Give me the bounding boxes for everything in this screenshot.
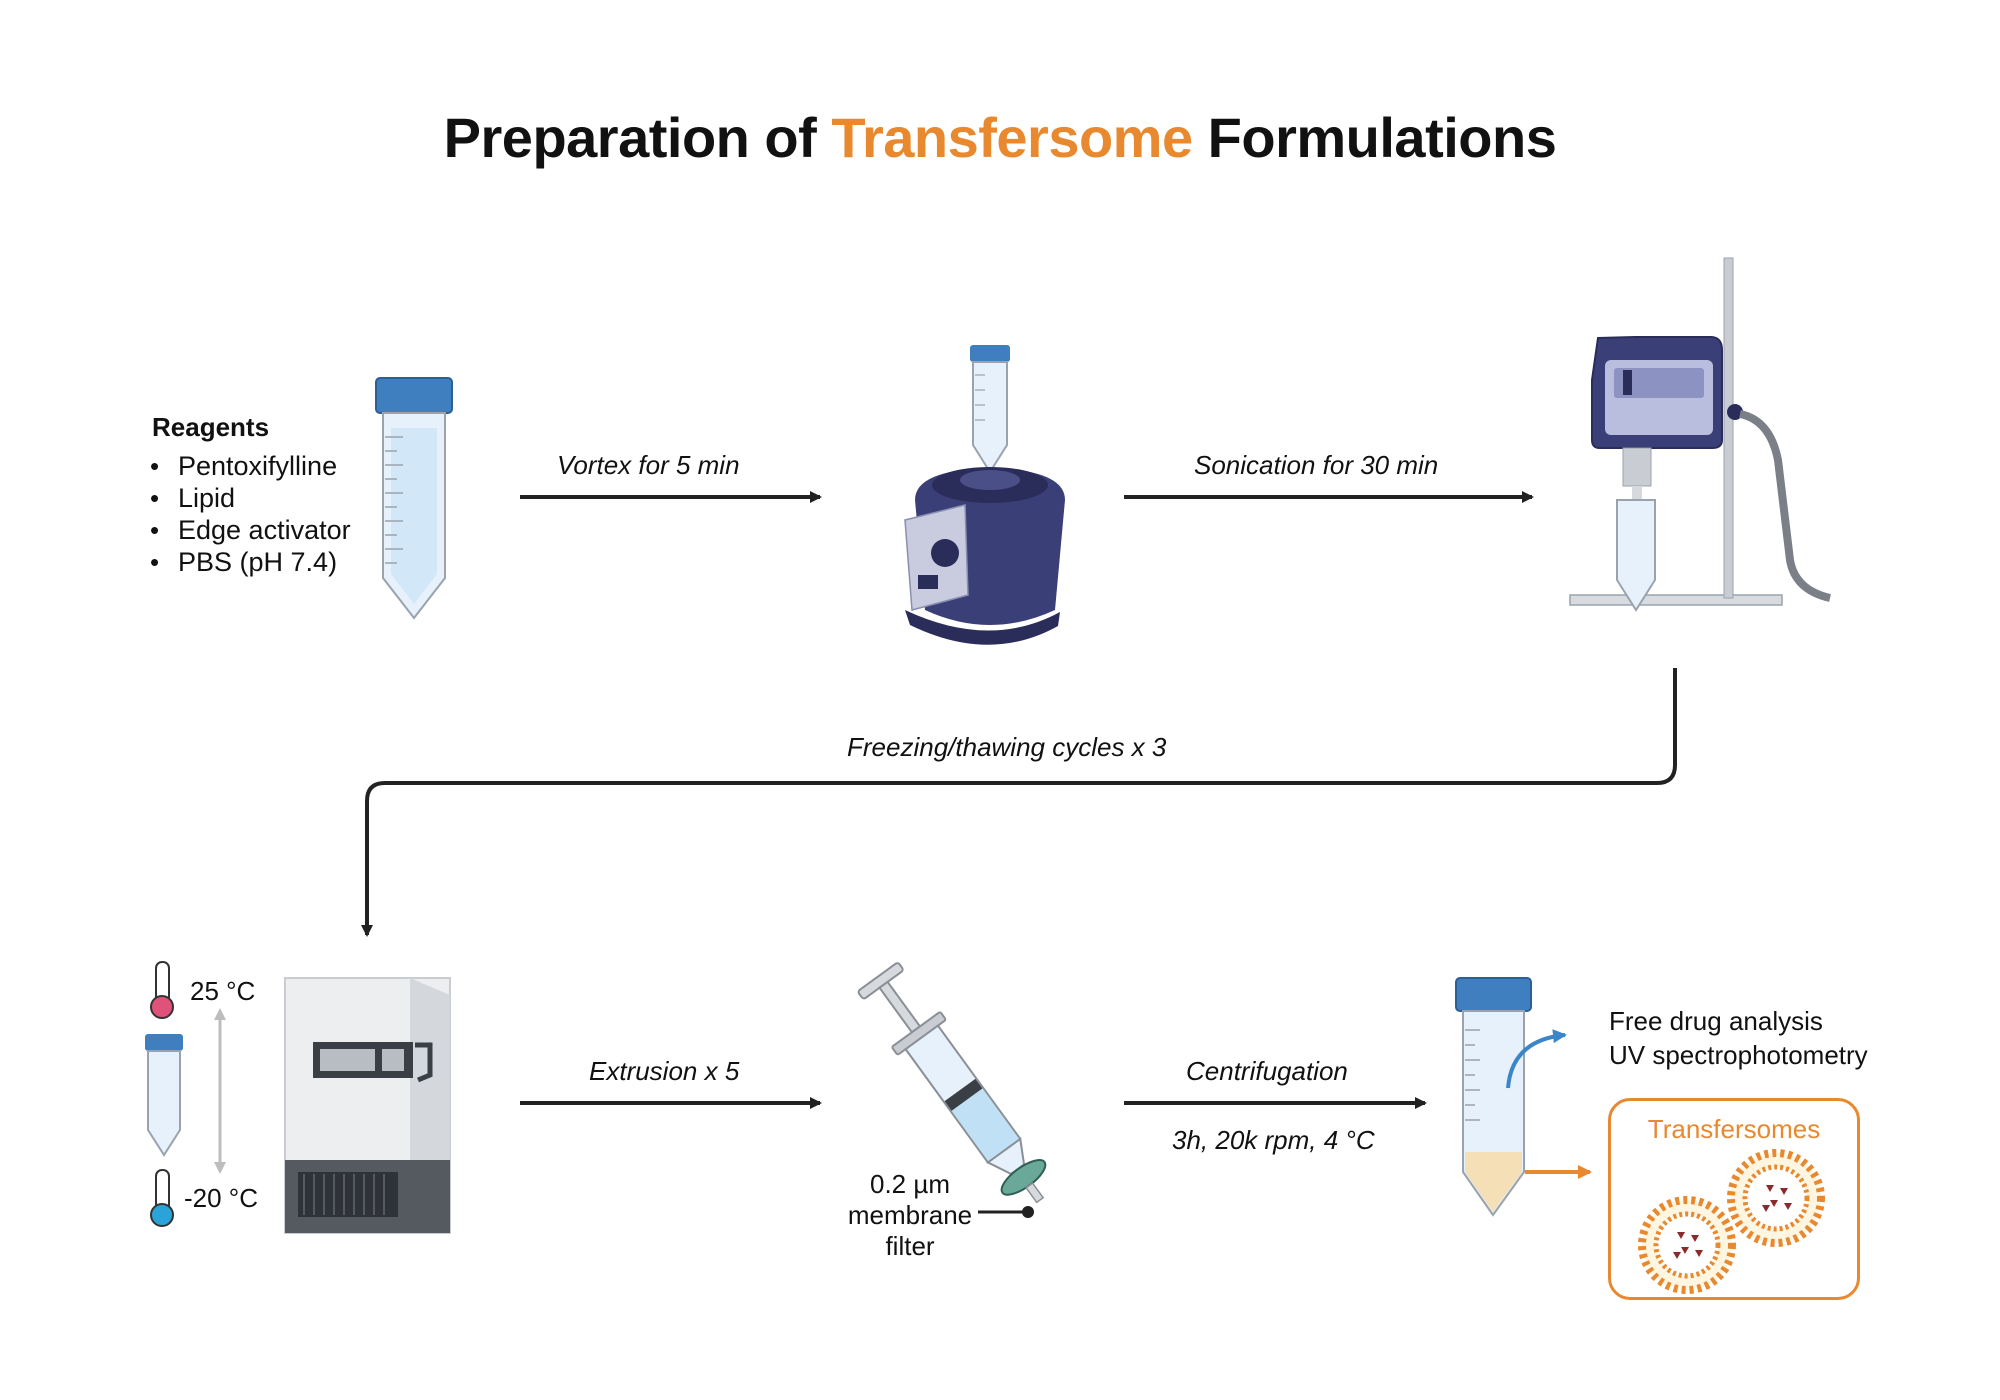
temperature-high-label: 25 °C: [190, 976, 256, 1006]
filter-label-line: filter: [885, 1231, 935, 1261]
reagent-item: Lipid: [150, 482, 351, 514]
filter-label: 0.2 µm membrane filter: [830, 1169, 990, 1262]
step-label-centrifugation-conditions: 3h, 20k rpm, 4 °C: [1172, 1125, 1375, 1155]
reagents-list: Pentoxifylline Lipid Edge activator PBS …: [150, 450, 351, 578]
transfersomes-label: Transfersomes: [1647, 1114, 1821, 1144]
free-drug-label: Free drug analysis UV spectrophotometry: [1609, 1004, 1868, 1072]
temperature-low-label: -20 °C: [184, 1183, 258, 1213]
step-label-vortex: Vortex for 5 min: [557, 450, 740, 480]
step-label-extrusion: Extrusion x 5: [589, 1056, 740, 1086]
arrow-freeze-thaw: [361, 668, 1677, 937]
freezer-icon: [284, 977, 451, 1234]
filter-label-line: membrane: [847, 1200, 973, 1230]
tube-icon: [375, 377, 453, 620]
thermometer-icon: [150, 961, 174, 1019]
title-highlight: Transfersome: [831, 106, 1193, 169]
liposome-icon: [1727, 1149, 1825, 1247]
thermometer-icon: [150, 1169, 174, 1227]
free-drug-line: Free drug analysis: [1609, 1006, 1823, 1036]
reagent-item: PBS (pH 7.4): [150, 546, 351, 578]
title-suffix: Formulations: [1192, 106, 1557, 169]
step-label-sonication: Sonication for 30 min: [1194, 450, 1439, 480]
arrow-free-drug: [1506, 1029, 1567, 1089]
free-drug-line: UV spectrophotometry: [1609, 1040, 1868, 1070]
page-title: Preparation of Transfersome Formulations: [0, 105, 2000, 170]
title-prefix: Preparation of: [443, 106, 832, 169]
sonicator-icon: [1569, 257, 1832, 612]
reagent-item: Pentoxifylline: [150, 450, 351, 482]
reagent-item: Edge activator: [150, 514, 351, 546]
step-label-centrifugation: Centrifugation: [1186, 1056, 1348, 1086]
vortex-mixer-icon: [904, 345, 1065, 645]
syringe-filter-icon: [857, 962, 1047, 1218]
tube-icon: [145, 1034, 183, 1157]
transfersomes-box: [1608, 1098, 1860, 1300]
centrifuge-tube-icon: [1455, 977, 1532, 1217]
filter-label-line: 0.2 µm: [869, 1169, 950, 1199]
liposome-icon: [1638, 1196, 1736, 1294]
reagents-heading: Reagents: [152, 412, 270, 442]
step-label-freeze-thaw: Freezing/thawing cycles x 3: [847, 732, 1167, 762]
